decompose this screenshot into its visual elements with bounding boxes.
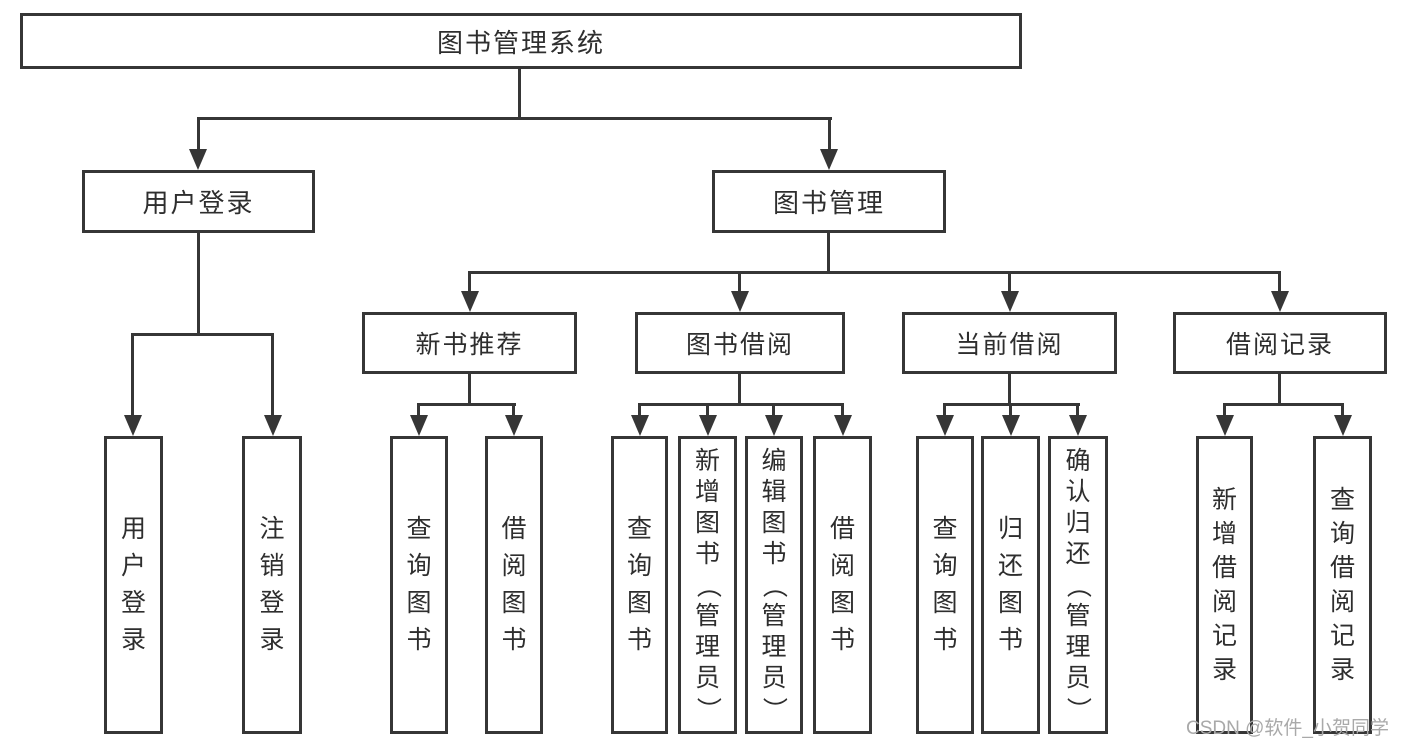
node-label: 注销登录: [259, 515, 285, 654]
connector-user-login-stem: [197, 233, 200, 335]
csdn-watermark: CSDN @软件_小贺同学: [1186, 718, 1389, 739]
arrow-down-icon: [1216, 415, 1234, 436]
connector-leaf: [1009, 403, 1012, 417]
leaf-query-book-borrow: 查询图书: [611, 436, 668, 734]
node-label: 用户登录: [142, 188, 255, 218]
connector-to-user-login: [197, 117, 200, 151]
connector-new-book-rec-branch: [417, 403, 516, 406]
node-label: 用户登录: [120, 515, 146, 654]
arrow-down-icon: [410, 415, 428, 436]
node-new-book-rec: 新书推荐: [362, 312, 577, 374]
arrow-down-icon: [699, 415, 717, 436]
connector-leaf: [841, 403, 844, 417]
connector-to-new-book-rec: [468, 271, 471, 293]
node-book-borrow: 图书借阅: [635, 312, 845, 374]
arrow-down-icon: [1271, 291, 1289, 312]
arrow-down-icon: [1069, 415, 1087, 436]
connector-leaf: [1223, 403, 1226, 417]
node-label: 借阅图书: [501, 515, 527, 654]
node-label: 归还图书: [997, 515, 1023, 654]
connector-to-leaf-logout: [271, 333, 274, 417]
connector-to-current-borrow: [1008, 271, 1011, 293]
node-label: 图书管理: [772, 188, 885, 218]
arrow-down-icon: [1002, 415, 1020, 436]
node-label: 新书推荐: [415, 331, 524, 359]
node-label: 借阅记录: [1225, 331, 1334, 359]
node-label: 新增图书（管理员）: [693, 446, 722, 722]
connector-book-mgmt-branch: [468, 271, 1281, 274]
connector-leaf: [943, 403, 946, 417]
node-label: 查询图书: [626, 515, 652, 654]
arrow-down-icon: [505, 415, 523, 436]
node-label: 查询图书: [406, 515, 432, 654]
connector-root-branch: [197, 117, 832, 120]
node-label: 当前借阅: [955, 331, 1064, 359]
leaf-query-borrow-record: 查询借阅记录: [1313, 436, 1372, 734]
connector-to-book-borrow: [738, 271, 741, 293]
arrow-down-icon: [765, 415, 783, 436]
leaf-edit-book-admin: 编辑图书（管理员）: [745, 436, 803, 734]
connector-book-borrow-branch: [638, 403, 844, 406]
arrow-down-icon: [124, 415, 142, 436]
node-label: 图书借阅: [685, 331, 794, 359]
arrow-down-icon: [834, 415, 852, 436]
connector-borrow-record-stem: [1278, 374, 1281, 405]
connector-root-stem: [518, 69, 521, 120]
arrow-down-icon: [264, 415, 282, 436]
node-label: 查询借阅记录: [1329, 485, 1355, 684]
connector-leaf: [1341, 403, 1344, 417]
arrow-down-icon: [461, 291, 479, 312]
node-user-login: 用户登录: [82, 170, 315, 233]
node-label: 编辑图书（管理员）: [760, 446, 789, 722]
node-current-borrow: 当前借阅: [902, 312, 1117, 374]
connector-current-borrow-stem: [1008, 374, 1011, 405]
connector-to-borrow-record: [1278, 271, 1281, 293]
connector-leaf: [1076, 403, 1079, 417]
node-book-mgmt: 图书管理: [712, 170, 946, 233]
connector-book-mgmt-stem: [827, 232, 830, 273]
connector-leaf: [512, 403, 515, 417]
arrow-down-icon: [189, 149, 207, 170]
arrow-down-icon: [936, 415, 954, 436]
leaf-return-book: 归还图书: [981, 436, 1040, 734]
arrow-down-icon: [1001, 291, 1019, 312]
arrow-down-icon: [731, 291, 749, 312]
arrow-down-icon: [1334, 415, 1352, 436]
leaf-query-book-current: 查询图书: [916, 436, 974, 734]
connector-leaf: [417, 403, 420, 417]
connector-to-book-mgmt: [828, 117, 831, 151]
leaf-logout: 注销登录: [242, 436, 302, 734]
connector-to-leaf-user-login: [131, 333, 134, 417]
leaf-query-book-rec: 查询图书: [390, 436, 448, 734]
node-root: 图书管理系统: [20, 13, 1022, 69]
connector-book-borrow-stem: [738, 374, 741, 405]
node-label: 新增借阅记录: [1211, 485, 1237, 684]
arrow-down-icon: [631, 415, 649, 436]
leaf-add-book-admin: 新增图书（管理员）: [678, 436, 737, 734]
connector-leaf: [638, 403, 641, 417]
node-label: 确认归还（管理员）: [1064, 446, 1093, 722]
arrow-down-icon: [820, 149, 838, 170]
connector-leaf: [706, 403, 709, 417]
leaf-borrow-book-rec: 借阅图书: [485, 436, 543, 734]
connector-new-book-rec-stem: [468, 374, 471, 405]
node-root-label: 图书管理系统: [436, 27, 605, 58]
connector-leaf: [772, 403, 775, 417]
leaf-borrow-book: 借阅图书: [813, 436, 872, 734]
leaf-user-login: 用户登录: [104, 436, 163, 734]
connector-borrow-record-branch: [1223, 403, 1344, 406]
node-label: 借阅图书: [829, 515, 855, 654]
leaf-confirm-return-admin: 确认归还（管理员）: [1048, 436, 1108, 734]
node-label: 查询图书: [932, 515, 958, 654]
leaf-add-borrow-record: 新增借阅记录: [1196, 436, 1253, 734]
connector-user-login-branch: [131, 333, 274, 336]
node-borrow-record: 借阅记录: [1173, 312, 1387, 374]
